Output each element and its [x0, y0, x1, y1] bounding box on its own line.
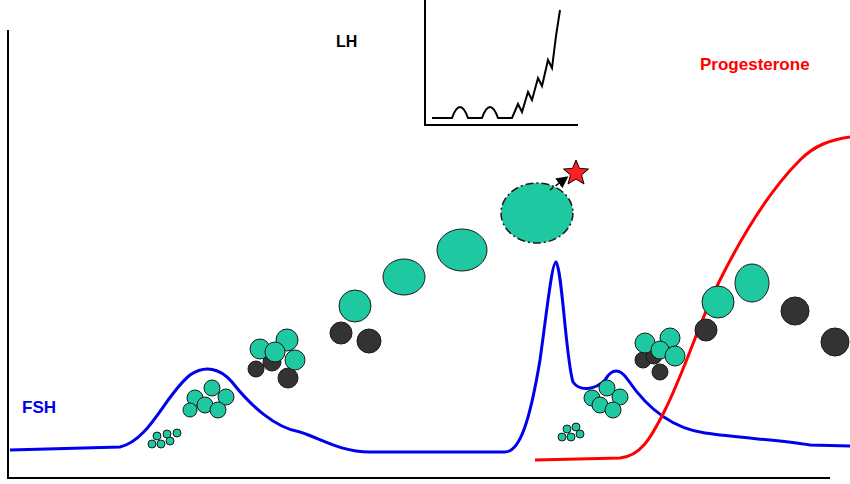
y-axis — [7, 30, 9, 479]
hormone-label: Progesterone — [700, 55, 810, 75]
follicles — [148, 183, 573, 448]
progesterone-curve — [535, 137, 850, 460]
fsh-curve — [10, 262, 850, 452]
inset-y-axis — [424, 0, 426, 126]
second-wave-follicles — [558, 264, 849, 441]
hormone-label: FSH — [22, 398, 56, 418]
lh-curve — [432, 10, 560, 118]
inset-x-axis — [424, 124, 578, 126]
ovulation-star — [564, 160, 589, 184]
hormone-label: LH — [336, 33, 357, 51]
x-axis — [7, 477, 830, 479]
ovulation-arrow — [550, 178, 566, 190]
